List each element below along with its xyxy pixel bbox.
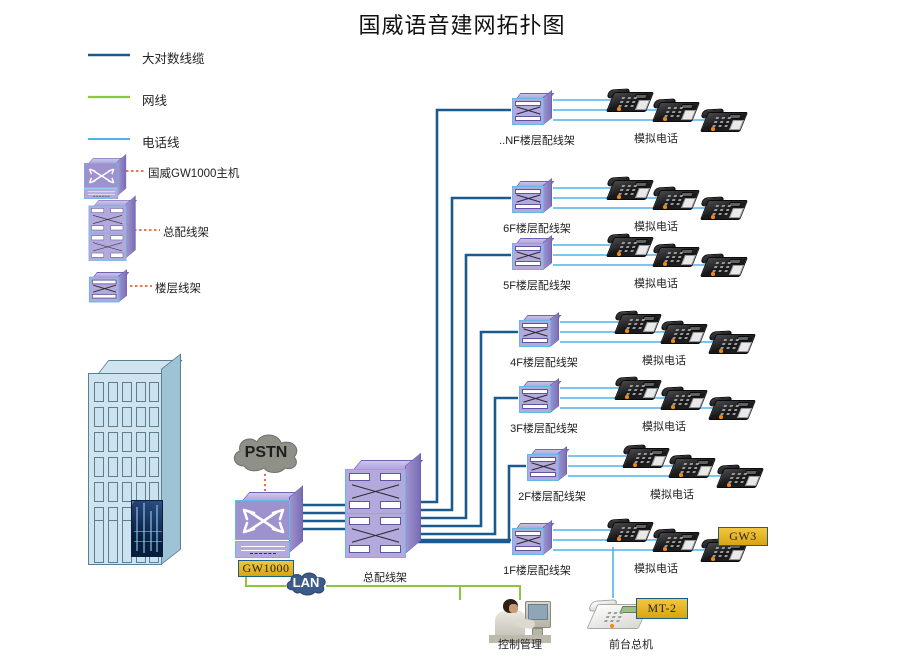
- legend-label-gw1000: 国威GW1000主机: [148, 168, 240, 180]
- control-management-label: 控制管理: [498, 639, 542, 651]
- analog-phone[interactable]: [699, 193, 749, 223]
- floor-rack-1f[interactable]: [511, 519, 555, 557]
- analog-phone-group-label-4f: 模拟电话: [642, 355, 686, 367]
- floor-rack-6f[interactable]: [511, 177, 555, 215]
- analog-phone[interactable]: [699, 250, 749, 280]
- gw3-badge[interactable]: GW3: [718, 527, 768, 546]
- analog-phone[interactable]: [651, 525, 701, 555]
- legend-label-trunk-cable: 大对数线缆: [142, 52, 205, 66]
- floor-rack-label-4f: 4F楼层配线架: [510, 357, 578, 369]
- analog-phone[interactable]: [651, 183, 701, 213]
- network-cables: [245, 576, 521, 600]
- legend-floor-frame-icon: [88, 269, 130, 304]
- analog-phone[interactable]: [707, 327, 757, 357]
- analog-phone[interactable]: [715, 461, 765, 491]
- switch-arrows-icon: [88, 168, 115, 184]
- switch-to-mdf-cables: [300, 503, 346, 531]
- pstn-cloud-icon: PSTN: [228, 430, 304, 476]
- gw1000-badge[interactable]: GW1000: [238, 560, 294, 577]
- floor-rack-label-2f: 2F楼层配线架: [518, 491, 586, 503]
- main-distribution-frame-icon: [344, 452, 424, 560]
- front-desk-console-icon[interactable]: [586, 595, 650, 633]
- analog-phone[interactable]: [605, 173, 655, 203]
- floor-rack-nf[interactable]: [511, 89, 555, 127]
- analog-phone-group-label-6f: 模拟电话: [634, 221, 678, 233]
- building-photo-inset: [131, 500, 163, 557]
- legend-label-phone-line: 电话线: [142, 136, 180, 150]
- floor-rack-5f[interactable]: [511, 234, 555, 272]
- floor-rack-label-3f: 3F楼层配线架: [510, 423, 578, 435]
- lan-cloud-icon: LAN: [284, 570, 328, 596]
- analog-phone-group-label-5f: 模拟电话: [634, 278, 678, 290]
- office-building-icon: [88, 353, 188, 570]
- analog-phone[interactable]: [707, 393, 757, 423]
- analog-phone-group-label-3f: 模拟电话: [642, 421, 686, 433]
- legend-label-floor-frame: 楼层线架: [155, 283, 201, 295]
- analog-phone[interactable]: [621, 441, 671, 471]
- analog-phone-group-label-2f: 模拟电话: [650, 489, 694, 501]
- page-title: 国威语音建网拓扑图: [358, 13, 566, 38]
- legend-sample-lines: [88, 53, 130, 140]
- floor-rack-label-5f: 5F楼层配线架: [503, 280, 571, 292]
- analog-phone[interactable]: [667, 451, 717, 481]
- legend-switch-icon: [84, 153, 127, 203]
- legend-label-main-frame: 总配线架: [163, 227, 209, 239]
- switch-arrows-icon: [242, 508, 285, 534]
- legend-main-frame-icon: [88, 195, 138, 262]
- analog-phone[interactable]: [699, 535, 749, 565]
- floor-rack-4f[interactable]: [518, 311, 562, 349]
- mt2-badge[interactable]: MT-2: [636, 598, 688, 619]
- analog-phone[interactable]: [613, 307, 663, 337]
- analog-phone-group-label-nf: 模拟电话: [634, 133, 678, 145]
- floor-rack-label-1f: 1F楼层配线架: [503, 565, 571, 577]
- analog-phone[interactable]: [605, 515, 655, 545]
- trunk-cables: [418, 108, 526, 544]
- analog-phone[interactable]: [699, 105, 749, 135]
- analog-phone[interactable]: [605, 85, 655, 115]
- gw1000-switch-icon: [235, 485, 305, 564]
- main-distribution-frame-label: 总配线架: [363, 572, 407, 584]
- analog-phone[interactable]: [659, 317, 709, 347]
- floor-rack-label-nf: ..NF楼层配线架: [499, 135, 575, 147]
- floor-rack-2f[interactable]: [526, 445, 570, 483]
- analog-phone[interactable]: [605, 230, 655, 260]
- analog-phone[interactable]: [651, 240, 701, 270]
- legend-connectors: [126, 170, 160, 287]
- lan-label: LAN: [292, 575, 320, 590]
- floor-rack-label-6f: 6F楼层配线架: [503, 223, 571, 235]
- analog-phone-group-label-1f: 模拟电话: [634, 563, 678, 575]
- floor-rack-3f[interactable]: [518, 377, 562, 415]
- front-desk-label: 前台总机: [609, 639, 653, 651]
- analog-phone[interactable]: [613, 373, 663, 403]
- pstn-label: PSTN: [244, 444, 288, 461]
- legend-label-network-cable: 网线: [142, 94, 168, 108]
- control-management-icon: [489, 597, 551, 643]
- analog-phone[interactable]: [659, 383, 709, 413]
- analog-phone[interactable]: [651, 95, 701, 125]
